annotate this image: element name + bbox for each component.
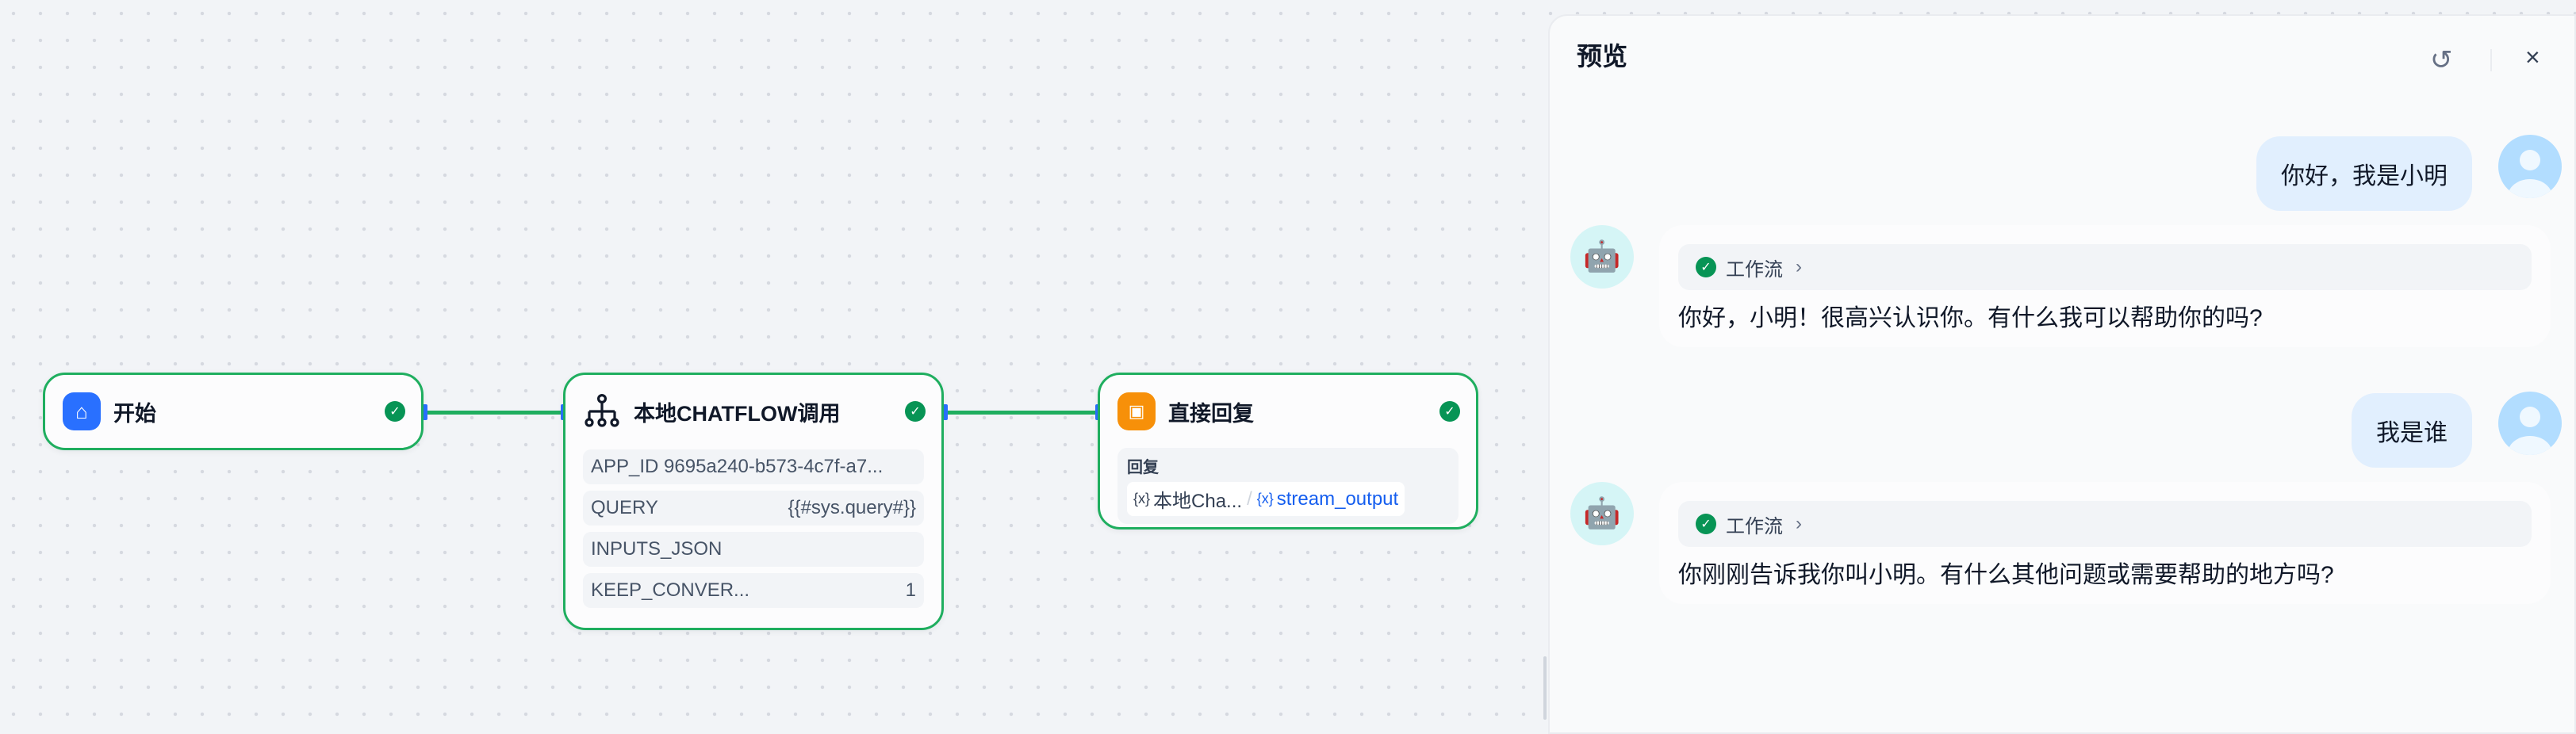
success-check-icon: ✓ [385, 401, 405, 422]
success-check-icon: ✓ [1439, 401, 1460, 422]
node-title: 直接回复 [1168, 401, 1254, 426]
user-message: 你好，我是小明 [2256, 136, 2472, 211]
separator: / [1247, 487, 1252, 510]
workflow-status-toggle[interactable]: ✓ 工作流 › [1678, 501, 2532, 547]
bot-avatar: 🤖 [1570, 225, 1634, 289]
message-text: 你刚刚告诉我你叫小明。有什么其他问题或需要帮助的地方吗? [1678, 562, 2334, 588]
param-row-app-id: APP_ID 9695a240-b573-4c7f-a7... [583, 449, 924, 484]
user-avatar [2498, 135, 2562, 198]
chevron-right-icon: › [1796, 256, 1802, 277]
divider [2490, 49, 2492, 71]
message-text: 你好，小明！很高兴认识你。有什么我可以帮助你的吗? [1678, 305, 2263, 331]
param-key: QUERY [591, 497, 658, 518]
home-icon: ⌂ [63, 392, 101, 430]
param-key: APP_ID 9695a240-b573-4c7f-a7... [591, 456, 884, 477]
success-check-icon: ✓ [1696, 514, 1716, 534]
node-title: 开始 [113, 401, 156, 426]
variable-icon: {x} [1133, 491, 1151, 507]
user-message: 我是谁 [2352, 393, 2472, 468]
close-icon[interactable]: × [2525, 43, 2540, 71]
node-chatflow[interactable]: 本地CHATFLOW调用 ✓ APP_ID 9695a240-b573-4c7f… [563, 373, 944, 630]
hierarchy-icon [583, 392, 621, 430]
reply-content: 回复 {x} 本地Cha... / {x} stream_output [1117, 448, 1459, 524]
bot-message: ✓ 工作流 › 你好，小明！很高兴认识你。有什么我可以帮助你的吗? [1659, 225, 2551, 347]
param-value: 1 [905, 579, 916, 601]
param-row-query: QUERY {{#sys.query#}} [583, 491, 924, 526]
param-key: INPUTS_JSON [591, 538, 723, 560]
node-start[interactable]: ⌂ 开始 ✓ [43, 373, 424, 450]
node-title: 本地CHATFLOW调用 [634, 401, 841, 426]
bot-message: ✓ 工作流 › 你刚刚告诉我你叫小明。有什么其他问题或需要帮助的地方吗? [1659, 482, 2551, 604]
variable-icon: {x} [1256, 491, 1274, 507]
workflow-status-toggle[interactable]: ✓ 工作流 › [1678, 244, 2532, 290]
variable-tag: {x} 本地Cha... / {x} stream_output [1127, 482, 1405, 516]
param-row-keep-conversation: KEEP_CONVER... 1 [583, 573, 924, 608]
param-key: KEEP_CONVER... [591, 579, 750, 601]
param-row-inputs-json: INPUTS_JSON [583, 532, 924, 567]
variable-name: stream_output [1276, 487, 1399, 510]
message-text: 我是谁 [2376, 420, 2448, 446]
restart-icon[interactable]: ↺ [2430, 45, 2453, 75]
node-direct-reply[interactable]: ▣ 直接回复 ✓ 回复 {x} 本地Cha... / {x} stream_ou… [1098, 373, 1478, 529]
message-text: 你好，我是小明 [2281, 163, 2448, 189]
success-check-icon: ✓ [905, 401, 926, 422]
workflow-label: 工作流 [1726, 515, 1783, 537]
chevron-right-icon: › [1796, 513, 1802, 534]
bot-avatar: 🤖 [1570, 482, 1634, 545]
success-check-icon: ✓ [1696, 257, 1716, 277]
edge-chatflow-reply [944, 411, 1098, 415]
reply-icon: ▣ [1117, 392, 1156, 430]
output-handle[interactable] [423, 404, 427, 420]
reply-label: 回复 [1127, 459, 1159, 476]
preview-panel: 预览 ↺ × 你好，我是小明 🤖 ✓ 工作流 › 你好，小明！很高兴认识你。有什么我… [1548, 14, 2576, 734]
output-handle[interactable] [943, 404, 948, 420]
param-value: {{#sys.query#}} [788, 497, 916, 518]
workflow-label: 工作流 [1726, 258, 1783, 281]
panel-title: 预览 [1577, 42, 1628, 71]
variable-node: 本地Cha... [1153, 491, 1243, 512]
user-avatar [2498, 392, 2562, 455]
resize-handle[interactable] [1543, 656, 1547, 720]
edge-start-chatflow [424, 411, 563, 415]
